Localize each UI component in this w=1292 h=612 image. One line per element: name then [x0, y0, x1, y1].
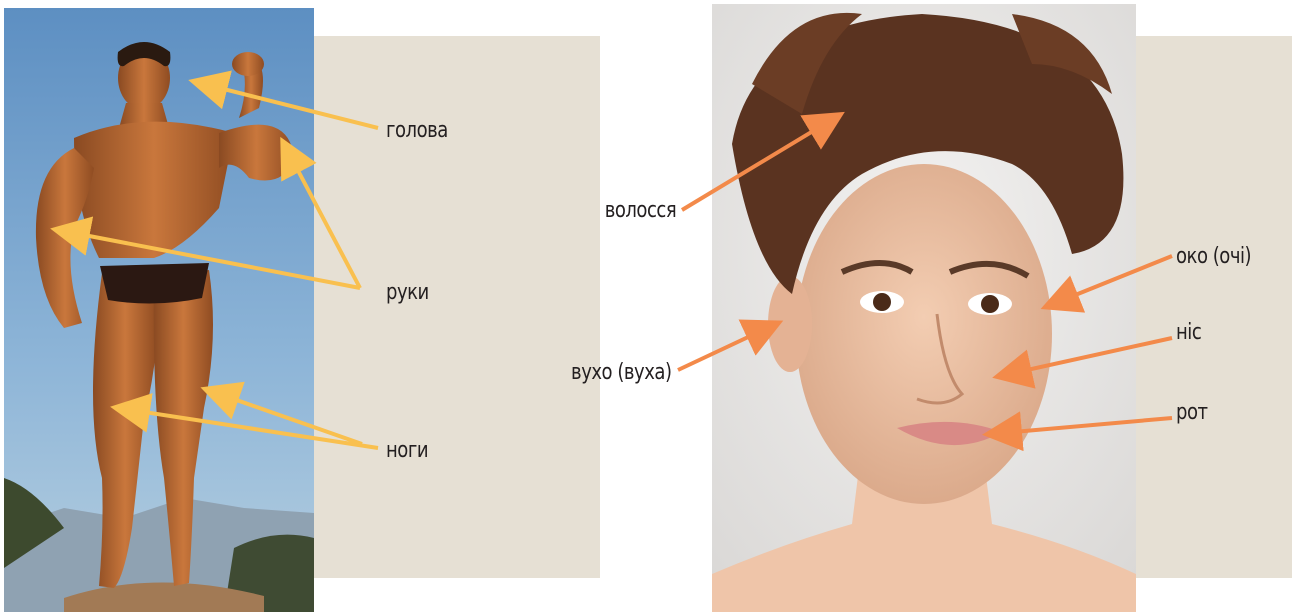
right-background-panel [1130, 36, 1292, 578]
label-legs: ноги [386, 438, 428, 463]
left-background-panel [300, 36, 600, 578]
label-mouth: рот [1176, 400, 1208, 425]
label-nose: ніс [1176, 320, 1201, 345]
label-eye: око (очі) [1176, 244, 1251, 269]
bodybuilder-photo [4, 8, 314, 612]
woman-portrait-photo [712, 4, 1136, 612]
label-hair: волосся [605, 198, 676, 223]
label-head: голова [386, 118, 448, 143]
label-arms: руки [386, 280, 429, 305]
label-ear: вухо (вуха) [572, 360, 672, 385]
